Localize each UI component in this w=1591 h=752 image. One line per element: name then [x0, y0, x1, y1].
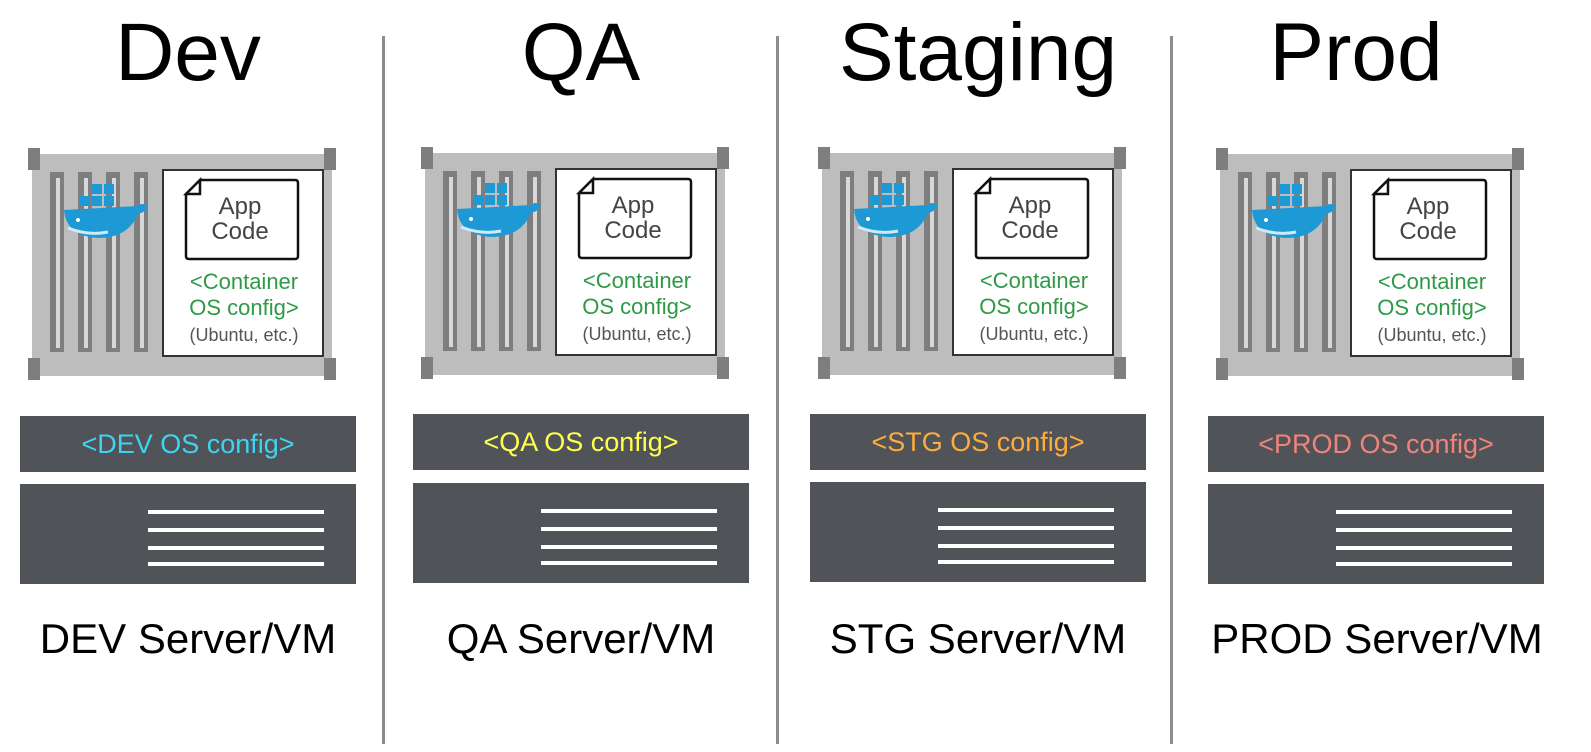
app-code-line1: App — [1407, 193, 1450, 220]
server-line — [938, 544, 1114, 548]
container-os-line1: <Container — [190, 269, 298, 294]
server-line — [1336, 528, 1512, 532]
server-line — [541, 527, 717, 531]
server-line — [1336, 510, 1512, 514]
app-code-line2: Code — [604, 217, 661, 244]
container-os-line1: <Container — [980, 268, 1088, 293]
column-divider — [776, 36, 779, 744]
env-title: QA — [521, 7, 641, 98]
app-code-line2: Code — [211, 218, 268, 245]
server-line — [1336, 562, 1512, 566]
env-title: Dev — [115, 7, 261, 98]
server-line — [1336, 546, 1512, 550]
host-os-bar: <PROD OS config> — [1208, 416, 1544, 472]
docker-whale-icon — [1252, 184, 1336, 238]
server-line — [541, 509, 717, 513]
document-icon — [182, 176, 300, 261]
docker-whale-icon — [457, 183, 541, 237]
container-os-line2: OS config> — [582, 294, 691, 319]
env-title: Prod — [1269, 7, 1443, 98]
docker-container: App Code <Container OS config> (Ubuntu, … — [421, 147, 729, 379]
env-column-qa: QA App — [413, 0, 749, 752]
docker-container: App Code <Container OS config> (Ubuntu, … — [28, 148, 336, 380]
env-title: Staging — [838, 7, 1118, 98]
column-divider — [1170, 36, 1173, 744]
env-column-staging: Staging — [810, 0, 1146, 752]
docker-container: App Code <Container OS config> (Ubuntu, … — [818, 147, 1126, 379]
host-os-bar: <QA OS config> — [413, 414, 749, 470]
server-line — [541, 545, 717, 549]
env-column-prod: Prod Ap — [1208, 0, 1544, 752]
document-icon — [575, 175, 693, 260]
docker-container: App Code <Container OS config> (Ubuntu, … — [1216, 148, 1524, 380]
docker-whale-icon — [64, 184, 148, 238]
server-label: PROD Server/VM — [1211, 615, 1543, 662]
server-line — [148, 528, 324, 532]
env-column-dev: Dev App — [20, 0, 356, 752]
server-line — [541, 561, 717, 565]
container-os-note: (Ubuntu, etc.) — [189, 325, 298, 345]
host-os-bar: <STG OS config> — [810, 414, 1146, 470]
app-code-line1: App — [612, 192, 655, 219]
app-code-line2: Code — [1001, 217, 1058, 244]
container-os-line1: <Container — [1378, 269, 1486, 294]
server-label: DEV Server/VM — [39, 615, 337, 662]
app-code-line2: Code — [1399, 218, 1456, 245]
server-line — [148, 546, 324, 550]
container-os-line2: OS config> — [979, 294, 1088, 319]
docker-whale-icon — [854, 183, 938, 237]
server-line — [938, 560, 1114, 564]
server-line — [148, 510, 324, 514]
container-os-line2: OS config> — [189, 295, 298, 320]
server-icon — [810, 482, 1146, 582]
app-code-line1: App — [1009, 192, 1052, 219]
container-os-line2: OS config> — [1377, 295, 1486, 320]
server-line — [148, 562, 324, 566]
server-icon — [20, 484, 356, 584]
server-icon — [413, 483, 749, 583]
server-label: QA Server/VM — [446, 615, 716, 662]
container-os-note: (Ubuntu, etc.) — [582, 324, 691, 344]
server-line — [938, 526, 1114, 530]
column-divider — [382, 36, 385, 744]
document-icon — [1370, 176, 1488, 261]
server-line — [938, 508, 1114, 512]
server-label: STG Server/VM — [829, 615, 1127, 662]
host-os-bar: <DEV OS config> — [20, 416, 356, 472]
container-os-note: (Ubuntu, etc.) — [1377, 325, 1486, 345]
server-icon — [1208, 484, 1544, 584]
container-os-note: (Ubuntu, etc.) — [979, 324, 1088, 344]
app-code-line1: App — [219, 193, 262, 220]
document-icon — [972, 175, 1090, 260]
container-os-line1: <Container — [583, 268, 691, 293]
